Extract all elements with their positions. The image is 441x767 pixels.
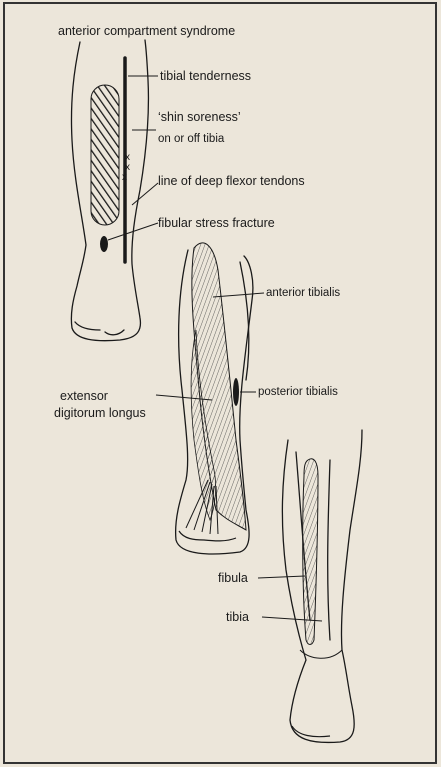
label-extensor: extensor [60, 389, 108, 404]
svg-text:x: x [122, 172, 127, 183]
fibula-bone [303, 459, 318, 645]
label-fibula: fibula [218, 571, 248, 586]
leg-3-outline [282, 430, 362, 742]
label-tibial-tenderness: tibial tenderness [160, 69, 251, 84]
fibular-fracture-mark [100, 236, 108, 252]
label-shin-soreness: ‘shin soreness’ [158, 110, 241, 125]
label-anterior-compartment-syndrome: anterior compartment syndrome [58, 24, 235, 39]
label-digitorum-longus: digitorum longus [54, 406, 146, 421]
label-tibia: tibia [226, 610, 249, 625]
posterior-tibialis-shading [233, 378, 239, 406]
label-posterior-tibialis: posterior tibialis [258, 385, 338, 400]
anterior-compartment-hatch [91, 85, 119, 225]
label-line-of-deep-flexor-tendons: line of deep flexor tendons [158, 174, 305, 189]
label-fibular-stress-fracture: fibular stress fracture [158, 216, 275, 231]
label-anterior-tibialis: anterior tibialis [266, 286, 340, 301]
label-on-or-off-tibia: on or off tibia [158, 132, 224, 147]
